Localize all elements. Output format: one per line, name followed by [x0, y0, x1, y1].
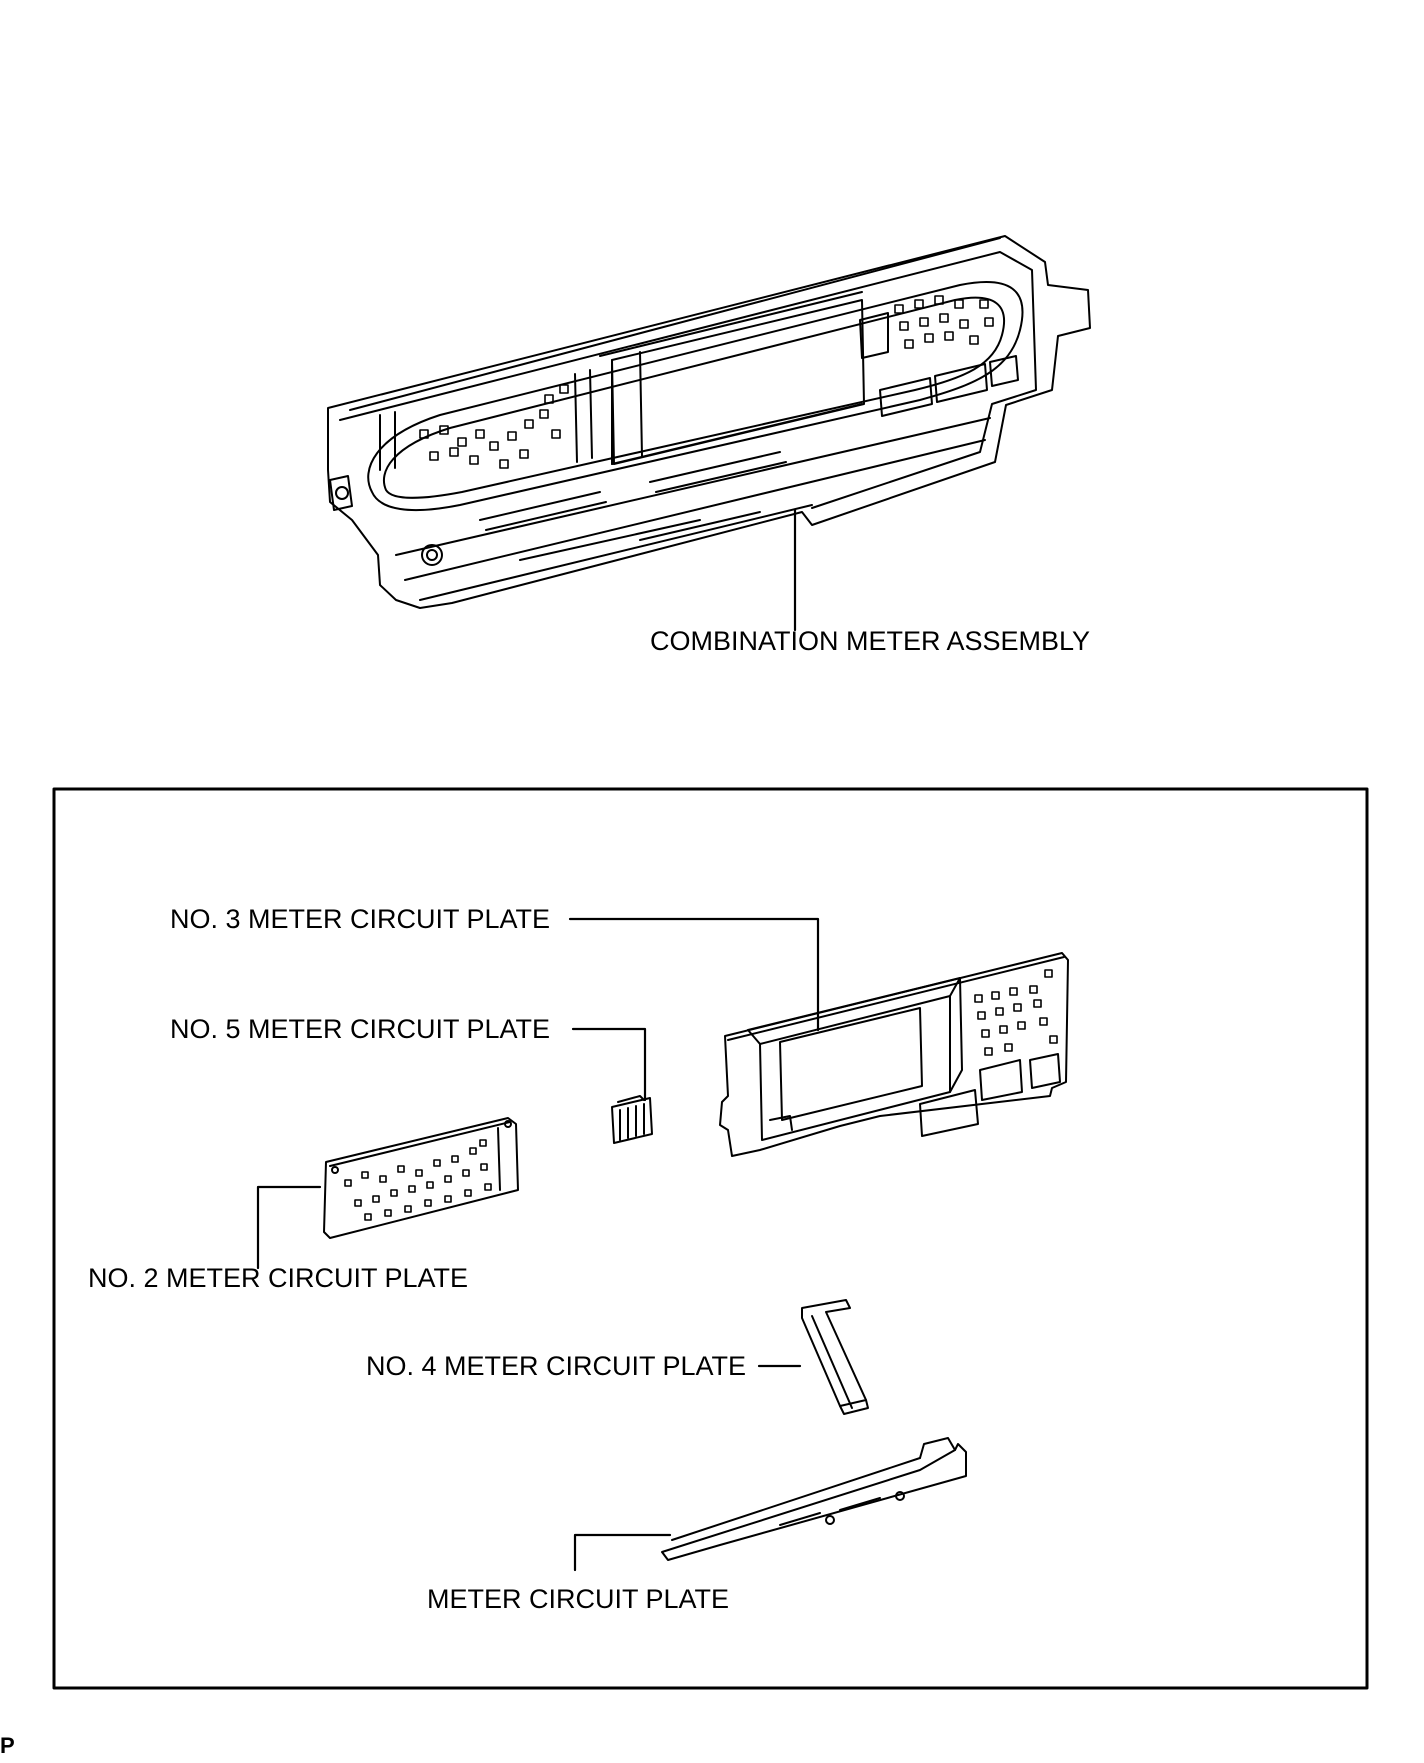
- leader-lines: [256, 508, 820, 1572]
- meter-circuit-plate-drawing: [661, 1437, 967, 1561]
- exploded-view-frame: [52, 787, 1369, 1690]
- combination-meter-assembly-label: COMBINATION METER ASSEMBLY: [650, 626, 1091, 656]
- no3-plate-components: [974, 969, 1058, 1056]
- combination-meter-assembly-drawing: [327, 235, 1091, 609]
- no3-meter-circuit-plate-drawing: [719, 952, 1069, 1157]
- no2-plate-components: [344, 1139, 492, 1221]
- no4-meter-circuit-plate-drawing: [801, 1299, 869, 1415]
- no4-meter-circuit-plate-label: NO. 4 METER CIRCUIT PLATE: [366, 1351, 747, 1381]
- no5-meter-circuit-plate-drawing: [611, 1095, 653, 1144]
- assembly-components: [419, 295, 994, 469]
- no2-meter-circuit-plate-label: NO. 2 METER CIRCUIT PLATE: [88, 1263, 469, 1293]
- meter-circuit-plate-label: METER CIRCUIT PLATE: [427, 1584, 730, 1614]
- no2-meter-circuit-plate-drawing: [323, 1117, 519, 1239]
- no5-meter-circuit-plate-label: NO. 5 METER CIRCUIT PLATE: [170, 1014, 551, 1044]
- no3-meter-circuit-plate-label: NO. 3 METER CIRCUIT PLATE: [170, 904, 551, 934]
- figure-code: P: [0, 1733, 15, 1758]
